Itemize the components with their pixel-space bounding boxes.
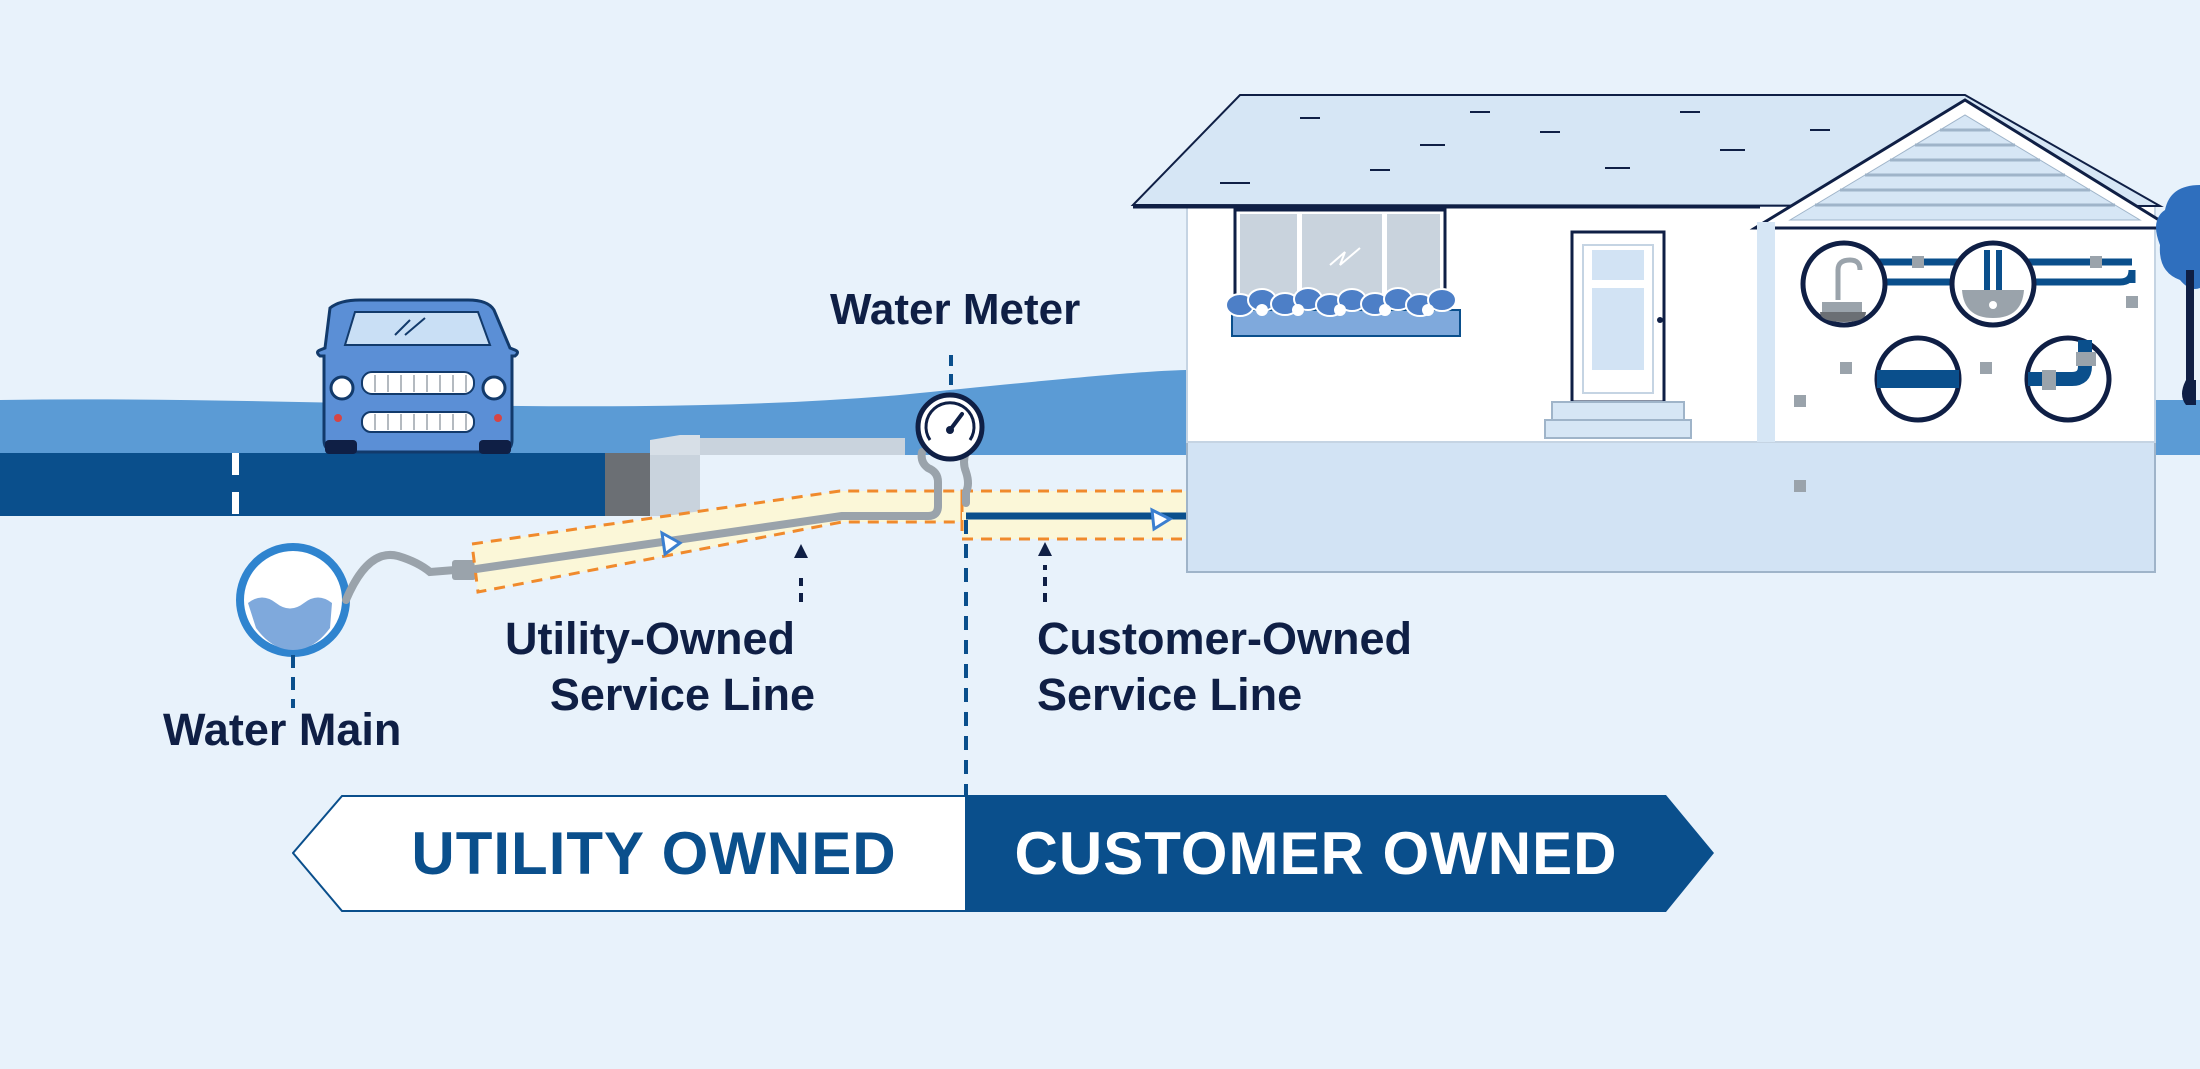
foundation: [1186, 439, 2156, 573]
flow-arrow-utility: [660, 530, 683, 557]
ownership-banner: UTILITY OWNED CUSTOMER OWNED: [292, 795, 1714, 912]
house-icon: [1130, 94, 2178, 573]
utility-line-pointer: [794, 544, 808, 602]
utility-line-label: Utility-Owned Service Line: [505, 611, 825, 724]
utility-pipe: [472, 448, 942, 573]
water-meter-label: Water Meter: [830, 285, 1081, 334]
ground-right: [2150, 400, 2200, 455]
water-main-label: Water Main: [163, 704, 402, 755]
car-icon: [316, 298, 519, 454]
customer-line-label-line-1: Customer-Owned: [1037, 613, 1413, 664]
utility-line-label-line-1: Utility-Owned: [505, 613, 795, 664]
utility-owned-label: UTILITY OWNED: [411, 820, 897, 887]
customer-line-label: Customer-Owned Service Line: [1037, 611, 1412, 724]
utility-line-label-line-2: Service Line: [549, 669, 815, 721]
road: [0, 435, 905, 516]
ground: [0, 370, 1190, 455]
washbasin-icon: [1949, 240, 2037, 328]
customer-owned-shape: [966, 795, 1714, 912]
customer-line-pointer: [1038, 542, 1052, 602]
pipe-icon: [1874, 335, 1962, 423]
customer-owned-label: CUSTOMER OWNED: [1014, 820, 1618, 887]
tree-icon: [2156, 185, 2200, 405]
plant-icon: [1225, 287, 1461, 337]
flow-arrow-customer: [1150, 507, 1174, 532]
water-meter-icon: [915, 355, 985, 507]
sink-icon: [1800, 240, 1888, 328]
customer-line-label-line-2: Service Line: [1037, 669, 1303, 721]
ownership-banner-shapes: [292, 795, 1714, 912]
elbow-pipe-icon: [2024, 335, 2112, 423]
water-main-icon: [236, 543, 476, 708]
